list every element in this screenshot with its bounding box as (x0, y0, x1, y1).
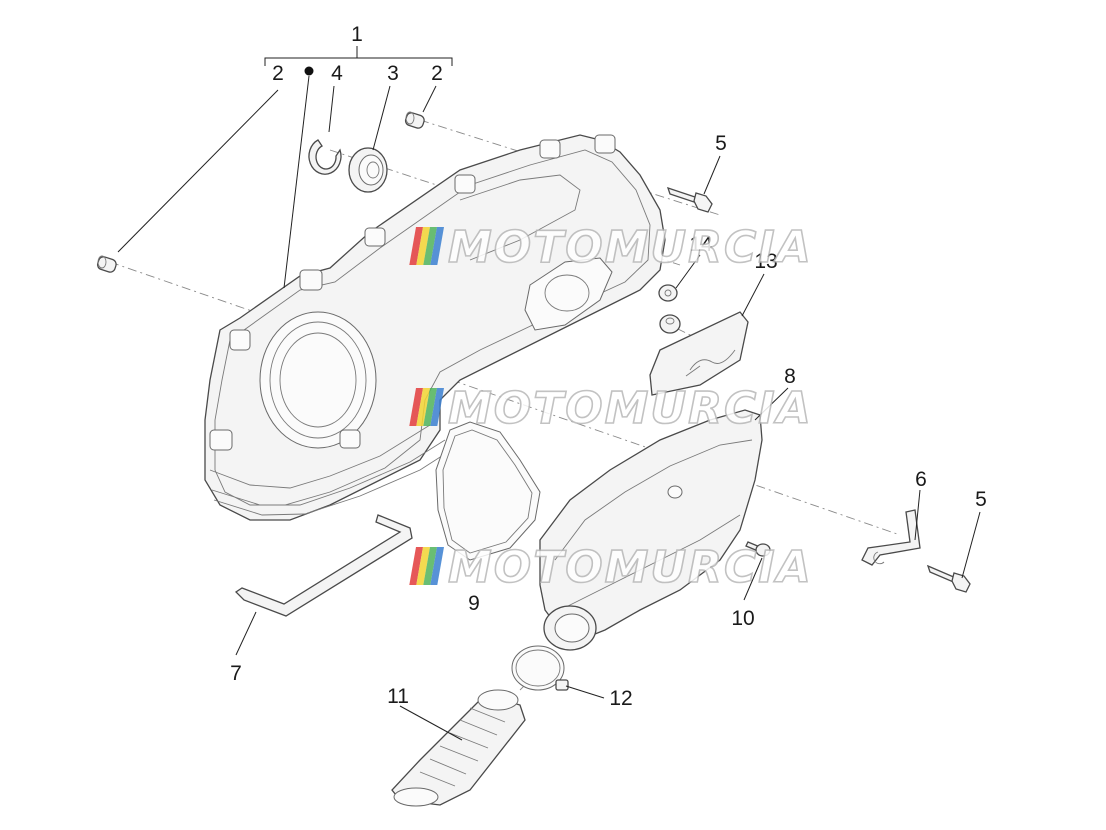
bracket (861, 509, 921, 566)
watermark-text-middle: MOTOMURCIA (448, 383, 813, 434)
callout-5-upper: 5 (715, 132, 727, 155)
gasket (435, 421, 541, 561)
callout-12: 12 (609, 687, 632, 710)
bearing (348, 147, 388, 193)
callout-7: 7 (230, 662, 242, 685)
assembly-bullet (304, 66, 314, 76)
crankcase-cover (204, 134, 666, 521)
watermark-text-bottom: MOTOMURCIA (448, 542, 813, 593)
rubber-mount-upper (658, 284, 678, 302)
leader-lines (117, 46, 981, 741)
callout-14: 14 (689, 233, 713, 256)
dowel-pin-right (404, 111, 425, 129)
watermark-bottom: MOTOMURCIA (409, 541, 813, 594)
rubber-mount-lower (659, 314, 681, 334)
callout-5-lower: 5 (975, 488, 987, 511)
callout-labels: 1 2 4 3 2 5 14 13 8 6 5 10 9 7 11 12 (230, 23, 987, 710)
bolt-upper (666, 186, 713, 213)
watermark-text-top: MOTOMURCIA (448, 222, 813, 273)
screw (745, 541, 771, 557)
callout-13: 13 (754, 250, 777, 273)
service-wrench (234, 514, 413, 617)
callout-3: 3 (387, 62, 399, 85)
badge-plate (649, 311, 749, 396)
callout-2-left: 2 (272, 62, 284, 85)
callout-9: 9 (468, 592, 480, 615)
callout-10: 10 (731, 607, 754, 630)
watermark-top: MOTOMURCIA (409, 221, 813, 274)
dowel-pin-left (96, 255, 117, 273)
circlip (308, 139, 342, 175)
callout-11: 11 (387, 685, 409, 708)
hose-clamp (511, 645, 569, 691)
watermark-middle: MOTOMURCIA (409, 382, 813, 435)
callout-8: 8 (784, 365, 796, 388)
callout-1: 1 (351, 23, 363, 46)
callout-2-right: 2 (431, 62, 443, 85)
intake-bellows (391, 689, 526, 807)
air-filter-housing (539, 409, 763, 651)
callout-4: 4 (331, 62, 343, 85)
callout-6: 6 (915, 468, 927, 491)
bolt-lower (926, 564, 971, 593)
